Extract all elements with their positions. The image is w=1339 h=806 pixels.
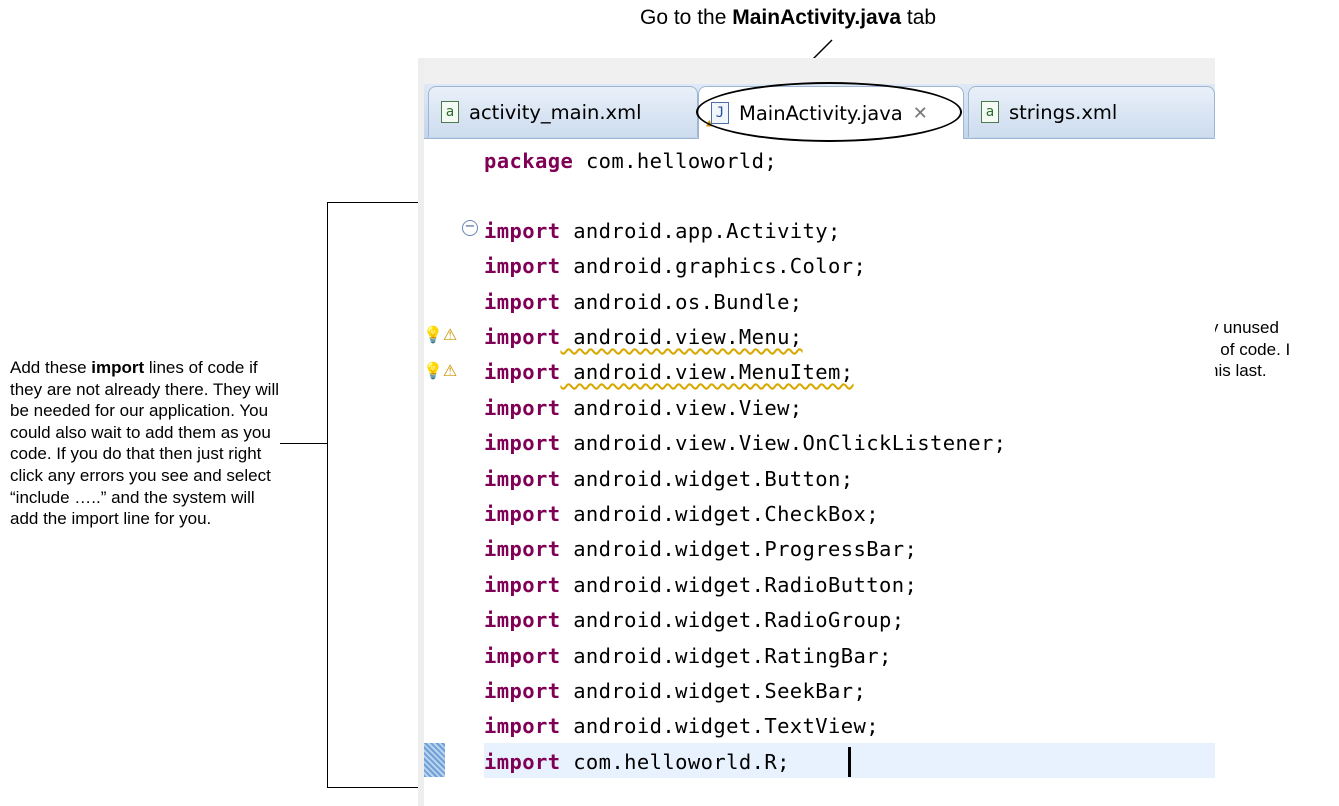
code-line-import: import android.widget.RadioButton; (484, 570, 917, 600)
code-text: android.view.View; (560, 396, 803, 420)
code-line-import: import android.widget.CheckBox; (484, 499, 879, 529)
keyword: import (484, 679, 561, 703)
code-text-unused: android.view.Menu; (560, 325, 803, 349)
tab-mainactivity-java[interactable]: J▲ MainActivity.java ✕ (698, 86, 964, 139)
warning-icon[interactable]: 💡⚠ (423, 327, 458, 344)
code-text: android.widget.TextView; (560, 714, 880, 738)
editor-top-bar (418, 58, 1215, 84)
code-text: android.view.View.OnClickListener; (560, 431, 1007, 455)
code-line-import: import android.view.View; (484, 393, 803, 423)
code-line-import: import android.app.Activity; (484, 216, 841, 246)
code-line-import-current: import com.helloworld.R; (484, 747, 790, 777)
code-line-import: import android.widget.Button; (484, 464, 854, 494)
keyword: import (484, 644, 561, 668)
code-line-import: import android.widget.RatingBar; (484, 641, 892, 671)
code-line-import: import android.widget.SeekBar; (484, 676, 866, 706)
tab-strings-xml[interactable]: a strings.xml (968, 86, 1215, 137)
keyword: import (484, 467, 561, 491)
collapse-icon[interactable]: − (462, 220, 478, 236)
keyword: import (484, 502, 561, 526)
keyword: import (484, 750, 561, 774)
annotation-text: tab (901, 6, 937, 29)
code-line-import-warning: import android.view.Menu; (484, 322, 803, 352)
code-line-import: import android.view.View.OnClickListener… (484, 428, 1006, 458)
keyword: import (484, 573, 561, 597)
code-text: android.widget.RadioGroup; (560, 608, 905, 632)
tab-label: strings.xml (1009, 100, 1118, 124)
keyword: import (484, 219, 561, 243)
text-caret (848, 747, 851, 777)
code-text: android.widget.RatingBar; (560, 644, 892, 668)
code-text: com.helloworld; (573, 149, 778, 173)
code-text: android.widget.SeekBar; (560, 679, 867, 703)
keyword: import (484, 290, 561, 314)
tab-label: MainActivity.java (739, 101, 903, 125)
annotation-text: lines of code if they are not already th… (10, 358, 279, 529)
keyword: import (484, 714, 561, 738)
annotation-bold-text: MainActivity.java (732, 6, 902, 29)
code-text: android.widget.RadioButton; (560, 573, 918, 597)
annotation-add-imports: Add these import lines of code if they a… (10, 357, 280, 530)
left-bracket-pointer (280, 443, 327, 444)
annotation-bold-text: import (91, 358, 145, 377)
keyword: package (484, 149, 574, 173)
code-text: android.widget.Button; (560, 467, 854, 491)
code-line-import-warning: import android.view.MenuItem; (484, 357, 854, 387)
keyword: import (484, 360, 561, 384)
code-line-import: import android.widget.TextView; (484, 711, 879, 741)
xml-file-icon: a (981, 101, 999, 123)
code-text: com.helloworld.R; (560, 750, 790, 774)
keyword: import (484, 325, 561, 349)
editor-left-strip (418, 58, 424, 806)
warning-icon[interactable]: 💡⚠ (423, 363, 458, 380)
code-line-import: import android.os.Bundle; (484, 287, 803, 317)
code-line-import: import android.graphics.Color; (484, 251, 866, 281)
keyword: import (484, 396, 561, 420)
annotation-text: Go to the (640, 6, 733, 29)
code-text: android.graphics.Color; (560, 254, 867, 278)
keyword: import (484, 254, 561, 278)
tab-activity-main-xml[interactable]: a activity_main.xml (428, 86, 698, 137)
keyword: import (484, 431, 561, 455)
code-line-import: import android.widget.ProgressBar; (484, 534, 917, 564)
tab-label: activity_main.xml (469, 100, 642, 124)
annotation-go-to-tab: Go to the MainActivity.java tab (640, 6, 936, 30)
code-text: android.widget.CheckBox; (560, 502, 880, 526)
close-icon[interactable]: ✕ (912, 102, 928, 124)
left-bracket-bottom (327, 787, 466, 788)
code-text-unused: android.view.MenuItem; (560, 360, 854, 384)
xml-file-icon: a (441, 101, 459, 123)
code-editor: a activity_main.xml J▲ MainActivity.java… (418, 58, 1215, 806)
editor-tab-bar: a activity_main.xml J▲ MainActivity.java… (424, 84, 1215, 139)
code-line-import: import android.widget.RadioGroup; (484, 605, 905, 635)
code-text: android.os.Bundle; (560, 290, 803, 314)
code-line-package: package com.helloworld; (484, 146, 777, 176)
keyword: import (484, 608, 561, 632)
change-marker-icon (424, 743, 445, 777)
code-text: android.app.Activity; (560, 219, 841, 243)
code-text: android.widget.ProgressBar; (560, 537, 918, 561)
left-bracket-top (327, 202, 456, 203)
java-file-icon: J▲ (706, 102, 729, 129)
left-bracket-vertical (327, 202, 328, 788)
keyword: import (484, 537, 561, 561)
annotation-text: Add these (10, 358, 92, 377)
warning-overlay-icon: ▲ (706, 116, 713, 129)
